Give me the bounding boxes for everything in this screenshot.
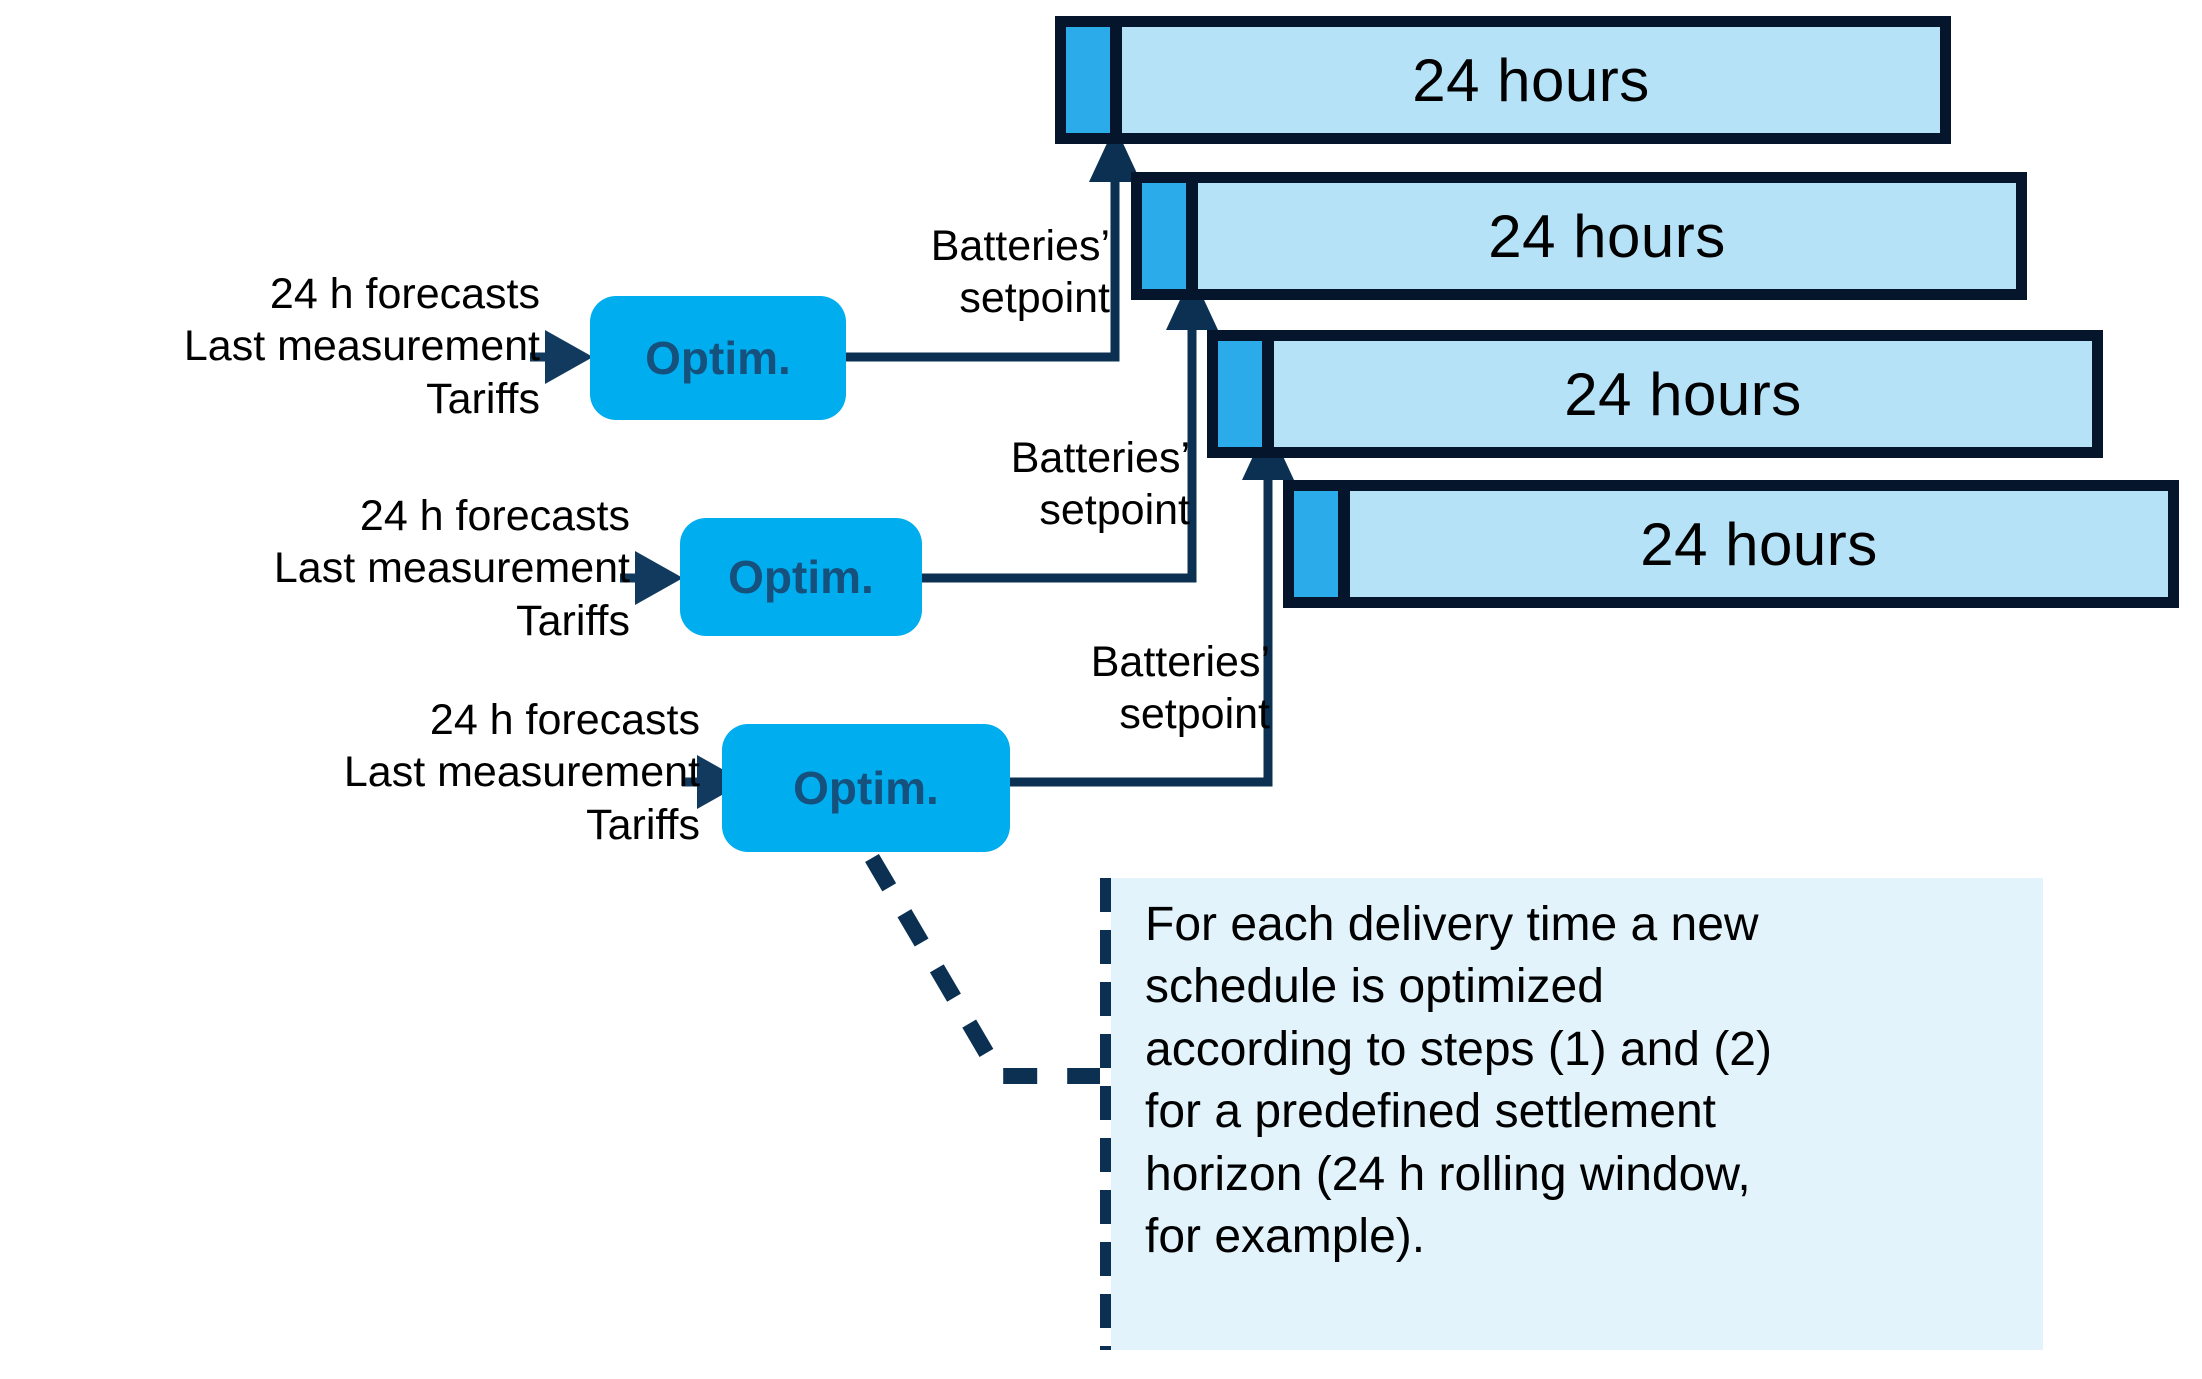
setpoint-label-1: Batteries’ setpoint bbox=[790, 220, 1110, 325]
note-leader-dashed bbox=[865, 853, 1100, 1084]
note-dashed-border bbox=[1100, 878, 1111, 1350]
horizon-bar-label: 24 hours bbox=[1488, 202, 1726, 270]
horizon-bar-divider-4 bbox=[1338, 491, 1350, 597]
horizon-bar-1: 24 hours bbox=[1055, 16, 1951, 144]
note-line-5: horizon (24 h rolling window, bbox=[1145, 1147, 1751, 1201]
input-forecasts-1: 24 h forecasts bbox=[269, 270, 540, 318]
optim-box-label: Optim. bbox=[793, 762, 939, 814]
setpoint-line-1a: Batteries’ bbox=[930, 222, 1110, 270]
setpoint-label-2: Batteries’ setpoint bbox=[860, 432, 1190, 537]
note-text: For each delivery time a new schedule is… bbox=[1145, 894, 2017, 1268]
horizon-bar-body-2: 24 hours bbox=[1198, 183, 2016, 289]
horizon-bar-2: 24 hours bbox=[1131, 172, 2027, 300]
input-tariffs-3: Tariffs bbox=[586, 800, 700, 849]
note-line-6: for example). bbox=[1145, 1209, 1426, 1263]
optim-inputs-1: 24 h forecasts Last measurement Tariffs bbox=[20, 268, 540, 425]
horizon-bar-lead-2 bbox=[1142, 183, 1186, 289]
horizon-bar-4: 24 hours bbox=[1283, 480, 2179, 608]
horizon-bar-label: 24 hours bbox=[1640, 510, 1878, 578]
optim-box-label: Optim. bbox=[728, 551, 874, 603]
note-line-4: for a predefined settlement bbox=[1145, 1085, 1717, 1139]
note-callout: For each delivery time a new schedule is… bbox=[1111, 878, 2043, 1350]
setpoint-line-2a: Batteries’ bbox=[1010, 434, 1190, 482]
optim-box-2[interactable]: Optim. bbox=[680, 518, 922, 636]
setpoint-line-3b: setpoint bbox=[1119, 690, 1270, 739]
setpoint-label-3: Batteries’ setpoint bbox=[930, 636, 1270, 741]
horizon-bar-body-4: 24 hours bbox=[1350, 491, 2168, 597]
horizon-bar-lead-3 bbox=[1218, 341, 1262, 447]
note-line-3: according to steps (1) and (2) bbox=[1145, 1022, 1772, 1076]
setpoint-line-1b: setpoint bbox=[959, 274, 1110, 323]
optim-inputs-3: 24 h forecasts Last measurement Tariffs bbox=[160, 694, 700, 851]
optim-box-3[interactable]: Optim. bbox=[722, 724, 1010, 852]
horizon-bar-lead-4 bbox=[1294, 491, 1338, 597]
horizon-bar-body-1: 24 hours bbox=[1122, 27, 1940, 133]
input-measurement-1: Last measurement bbox=[183, 322, 540, 371]
optim-box-label: Optim. bbox=[645, 332, 791, 384]
horizon-bar-3: 24 hours bbox=[1207, 330, 2103, 458]
horizon-bar-lead-1 bbox=[1066, 27, 1110, 133]
input-forecasts-2: 24 h forecasts bbox=[359, 492, 630, 540]
input-measurement-2: Last measurement bbox=[273, 544, 630, 593]
horizon-bar-label: 24 hours bbox=[1412, 46, 1650, 114]
setpoint-line-2b: setpoint bbox=[1039, 486, 1190, 535]
input-measurement-3: Last measurement bbox=[343, 748, 700, 797]
note-line-2: schedule is optimized bbox=[1145, 960, 1604, 1014]
horizon-bar-body-3: 24 hours bbox=[1274, 341, 2092, 447]
note-line-1: For each delivery time a new bbox=[1145, 898, 1759, 951]
input-tariffs-1: Tariffs bbox=[426, 374, 540, 423]
horizon-bar-divider-1 bbox=[1110, 27, 1122, 133]
horizon-bar-label: 24 hours bbox=[1564, 360, 1802, 428]
setpoint-line-3a: Batteries’ bbox=[1090, 638, 1270, 686]
horizon-bar-divider-2 bbox=[1186, 183, 1198, 289]
optim-inputs-2: 24 h forecasts Last measurement Tariffs bbox=[90, 490, 630, 647]
input-forecasts-3: 24 h forecasts bbox=[429, 696, 700, 744]
horizon-bar-divider-3 bbox=[1262, 341, 1274, 447]
optim-box-1[interactable]: Optim. bbox=[590, 296, 846, 420]
input-tariffs-2: Tariffs bbox=[516, 596, 630, 645]
